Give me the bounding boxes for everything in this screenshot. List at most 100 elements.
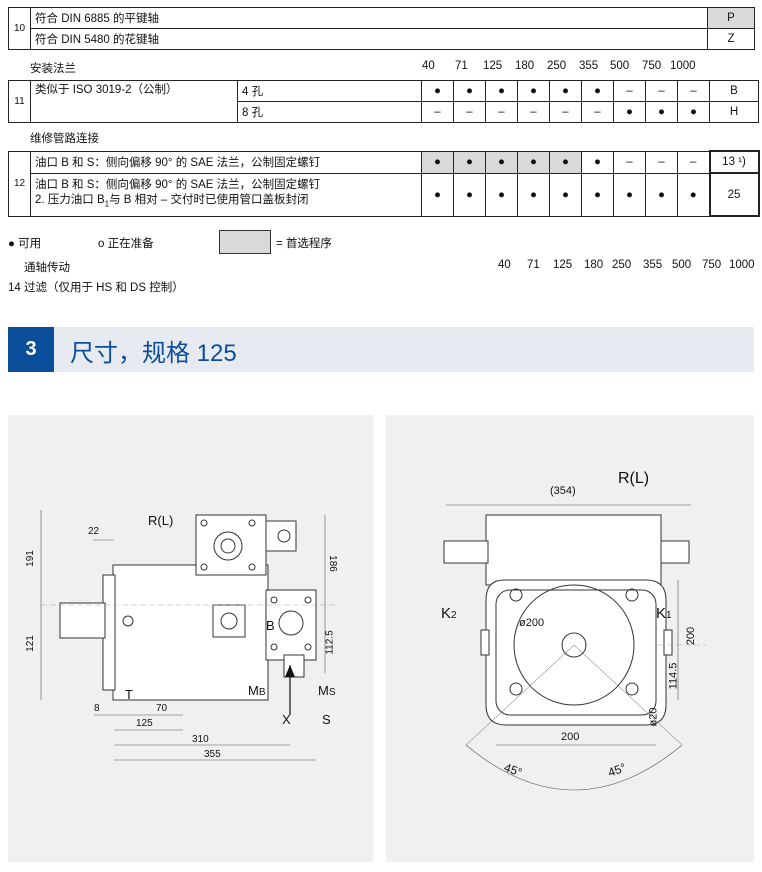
flange-table: 11 类似于 ISO 3019-2（公制） 4 孔 ● ● ● ● ● ● – … (8, 80, 759, 123)
size-500: 500 (610, 60, 630, 72)
td-size-180: 180 (584, 259, 604, 271)
mark-cell: ● (485, 150, 518, 174)
mark-cell: ● (485, 80, 518, 102)
mark-cell: – (677, 80, 710, 102)
mark-cell: ● (581, 80, 614, 102)
mark-cell: ● (677, 172, 710, 217)
shaft-code-p: P (707, 7, 755, 29)
mark-cell: – (581, 101, 614, 123)
dim-8: 8 (94, 703, 100, 714)
mark-cell: ● (453, 150, 486, 174)
side-label-x: X (282, 712, 291, 727)
k1-sub: 1 (666, 610, 672, 621)
side-label-s: S (322, 712, 331, 727)
mark-cell: ● (517, 80, 550, 102)
dim-125: 125 (136, 718, 153, 729)
size-1000: 1000 (670, 60, 696, 72)
shaft-option-parallel-key: 符合 DIN 6885 的平键轴 (30, 7, 708, 29)
size-180: 180 (515, 60, 535, 72)
front-label-k1: K1 (656, 605, 672, 622)
service-title: 维修管路连接 (30, 133, 99, 145)
dim-200-horizontal: 200 (561, 731, 580, 743)
td-size-750: 750 (702, 259, 722, 271)
size-250: 250 (547, 60, 567, 72)
side-label-t: T (125, 687, 133, 702)
dim-dia-200: ø200 (519, 617, 545, 629)
service-option-2-line2b: 与 B 相对 – 交付时已使用管口盖板封闭 (109, 193, 309, 206)
flange-title: 安装法兰 (30, 63, 76, 75)
front-label-k2: K2 (441, 605, 457, 622)
flange-code-b: B (709, 80, 759, 102)
service-option-1: 油口 B 和 S：侧向偏移 90° 的 SAE 法兰，公制固定螺钉 (30, 150, 422, 174)
legend-preferred: = 首选程序 (276, 238, 332, 250)
mark-cell: – (421, 101, 454, 123)
mark-cell: – (613, 80, 646, 102)
mark-cell: ● (549, 172, 582, 217)
mark-cell: – (517, 101, 550, 123)
shaft-table: 10 符合 DIN 6885 的平键轴 P 符合 DIN 5480 的花键轴 Z (8, 7, 755, 50)
service-option-2-sub: 1 (104, 199, 110, 209)
mark-cell: ● (613, 172, 646, 217)
mark-cell: ● (453, 172, 486, 217)
front-view-drawing (443, 504, 706, 791)
k1-main: K (656, 605, 667, 622)
service-option-2-line2a: 2. 压力油口 B (35, 193, 105, 206)
mark-cell: – (485, 101, 518, 123)
mark-cell: ● (517, 172, 550, 217)
dim-200-vertical: 200 (685, 626, 698, 646)
mark-cell: ● (613, 101, 646, 123)
through-drive-title: 通轴传动 (24, 262, 70, 274)
mark-cell: – (453, 101, 486, 123)
dim-70: 70 (156, 703, 168, 714)
row-num-12: 12 (8, 150, 31, 217)
legend-preferred-swatch (219, 230, 271, 254)
k2-sub: 2 (451, 610, 457, 621)
mark-cell: ● (421, 150, 454, 174)
dim-121: 121 (24, 635, 36, 652)
dim-355: 355 (204, 749, 221, 760)
td-size-125: 125 (553, 259, 573, 271)
dim-114-5: 114.5 (667, 662, 680, 690)
td-size-71: 71 (527, 259, 540, 271)
mark-cell: ● (677, 101, 710, 123)
row-num-10: 10 (8, 7, 31, 50)
mark-cell: ● (581, 172, 614, 217)
legend-available: ● 可用 (8, 238, 42, 250)
size-71: 71 (455, 60, 468, 72)
legend-preparing: o 正在准备 (98, 238, 154, 250)
mark-cell: ● (645, 172, 678, 217)
mark-cell: ● (485, 172, 518, 217)
td-size-40: 40 (498, 259, 511, 271)
side-label-b: B (266, 618, 275, 633)
mark-cell: – (549, 101, 582, 123)
mark-cell: – (613, 150, 646, 174)
section-number: 3 (8, 327, 54, 372)
section-title: 尺寸，规格 125 (70, 340, 237, 367)
ms-sub: S (328, 687, 336, 698)
row-14-filter: 14 过滤（仅用于 HS 和 DS 控制） (8, 282, 184, 294)
section-bar (8, 327, 754, 372)
dim-191: 191 (24, 550, 36, 567)
row-num-11: 11 (8, 80, 31, 123)
side-label-mb: MB (248, 683, 266, 698)
dim-dia-20: ø20 (647, 707, 660, 727)
mb-main: M (248, 683, 259, 698)
dim-112-5: 112.5 (324, 630, 336, 655)
shaft-option-splined: 符合 DIN 5480 的花键轴 (30, 28, 708, 50)
dim-310: 310 (192, 734, 209, 745)
service-code-25: 25 (708, 172, 760, 217)
td-size-500: 500 (672, 259, 692, 271)
mark-cell: – (677, 150, 710, 174)
ms-main: M (318, 683, 329, 698)
mb-sub: B (258, 687, 266, 698)
td-size-1000: 1000 (729, 259, 755, 271)
dim-186: 186 (326, 555, 338, 572)
dim-354: (354) (550, 485, 576, 497)
size-40: 40 (422, 60, 435, 72)
mark-cell: ● (421, 80, 454, 102)
service-table: 12 油口 B 和 S：侧向偏移 90° 的 SAE 法兰，公制固定螺钉 ● ●… (8, 150, 760, 217)
front-label-r-l: R(L) (618, 470, 650, 487)
service-option-2: 油口 B 和 S：侧向偏移 90° 的 SAE 法兰，公制固定螺钉 2. 压力油… (30, 172, 422, 217)
service-code-13: 13 ¹) (708, 150, 760, 174)
mark-cell: ● (645, 101, 678, 123)
